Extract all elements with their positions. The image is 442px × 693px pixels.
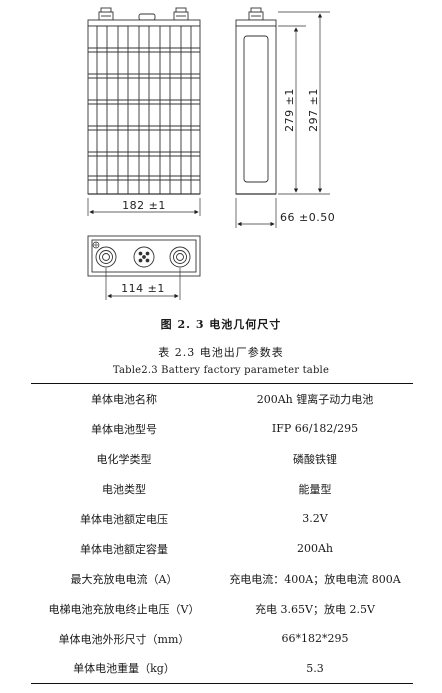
param-value: 充电电流：400A；放电电流 800A [229, 572, 401, 586]
table-row: 单体电池型号 IFP 66/182/295 [31, 414, 413, 444]
param-label: 单体电池额定电压 [80, 512, 168, 526]
param-value: 充电 3.65V；放电 2.5V [255, 602, 375, 616]
table-row: 单体电池重量（kg） 5.3 [31, 653, 413, 684]
param-value: 磷酸铁锂 [293, 452, 337, 466]
total-height-label: 297 ±1 [307, 88, 320, 132]
table-row: 电化学类型 磷酸铁锂 [31, 444, 413, 474]
param-value: 3.2V [302, 512, 328, 525]
figure-caption: 图 2. 3 电池几何尺寸 [160, 318, 282, 331]
table-row: 单体电池外形尺寸（mm） 66*182*295 [31, 624, 413, 654]
param-value: 66*182*295 [281, 632, 349, 645]
side-width-dimension [235, 198, 277, 228]
battery-top-view [87, 235, 201, 277]
param-label: 电化学类型 [96, 452, 152, 466]
front-width-label: 182 ±1 [122, 199, 166, 212]
inner-height-label: 279 ±1 [283, 88, 296, 132]
table-row: 单体电池额定容量 200Ah [31, 534, 413, 564]
table-row: 单体电池额定电压 3.2V [31, 504, 413, 534]
param-label: 单体电池名称 [31, 383, 217, 414]
table-caption-cn: 表 2.3 电池出厂参数表 [158, 346, 284, 359]
param-value: IFP 66/182/295 [271, 422, 359, 435]
param-value: 5.3 [217, 653, 413, 684]
battery-dimension-drawing: 182 ±1 279 ±1 297 ±1 66 ±0.50 [0, 0, 442, 310]
battery-parameter-table: 单体电池名称 200Ah 锂离子动力电池 单体电池型号 IFP 66/182/2… [31, 383, 413, 684]
side-width-label: 66 ±0.50 [280, 211, 335, 224]
param-label: 单体电池型号 [91, 422, 157, 436]
terminal-spacing-label: 114 ±1 [121, 282, 165, 295]
side-height-dimensions [278, 11, 330, 195]
param-label: 单体电池重量（kg） [31, 653, 217, 684]
battery-drawing-svg: 182 ±1 279 ±1 297 ±1 66 ±0.50 [87, 7, 335, 300]
param-label: 电梯电池充放电终止电压（V） [48, 602, 200, 616]
table-caption-en: Table2.3 Battery factory parameter table [112, 365, 330, 376]
param-value: 能量型 [298, 482, 332, 496]
param-value: 200Ah 锂离子动力电池 [217, 383, 413, 414]
param-label: 单体电池外形尺寸（mm） [58, 632, 190, 646]
param-label: 电池类型 [102, 482, 146, 496]
table-row: 电池类型 能量型 [31, 474, 413, 504]
table-row: 单体电池名称 200Ah 锂离子动力电池 [31, 383, 413, 414]
table-row: 电梯电池充放电终止电压（V） 充电 3.65V；放电 2.5V [31, 594, 413, 624]
terminal-spacing-dimension [105, 268, 181, 300]
param-label: 最大充放电电流（A） [70, 572, 178, 586]
table-row: 最大充放电电流（A） 充电电流：400A；放电电流 800A [31, 564, 413, 594]
param-value: 200Ah [296, 542, 334, 555]
front-width-dimension [87, 198, 201, 216]
param-label: 单体电池额定容量 [80, 542, 168, 556]
battery-side-view [235, 7, 277, 195]
battery-front-view [87, 7, 201, 195]
